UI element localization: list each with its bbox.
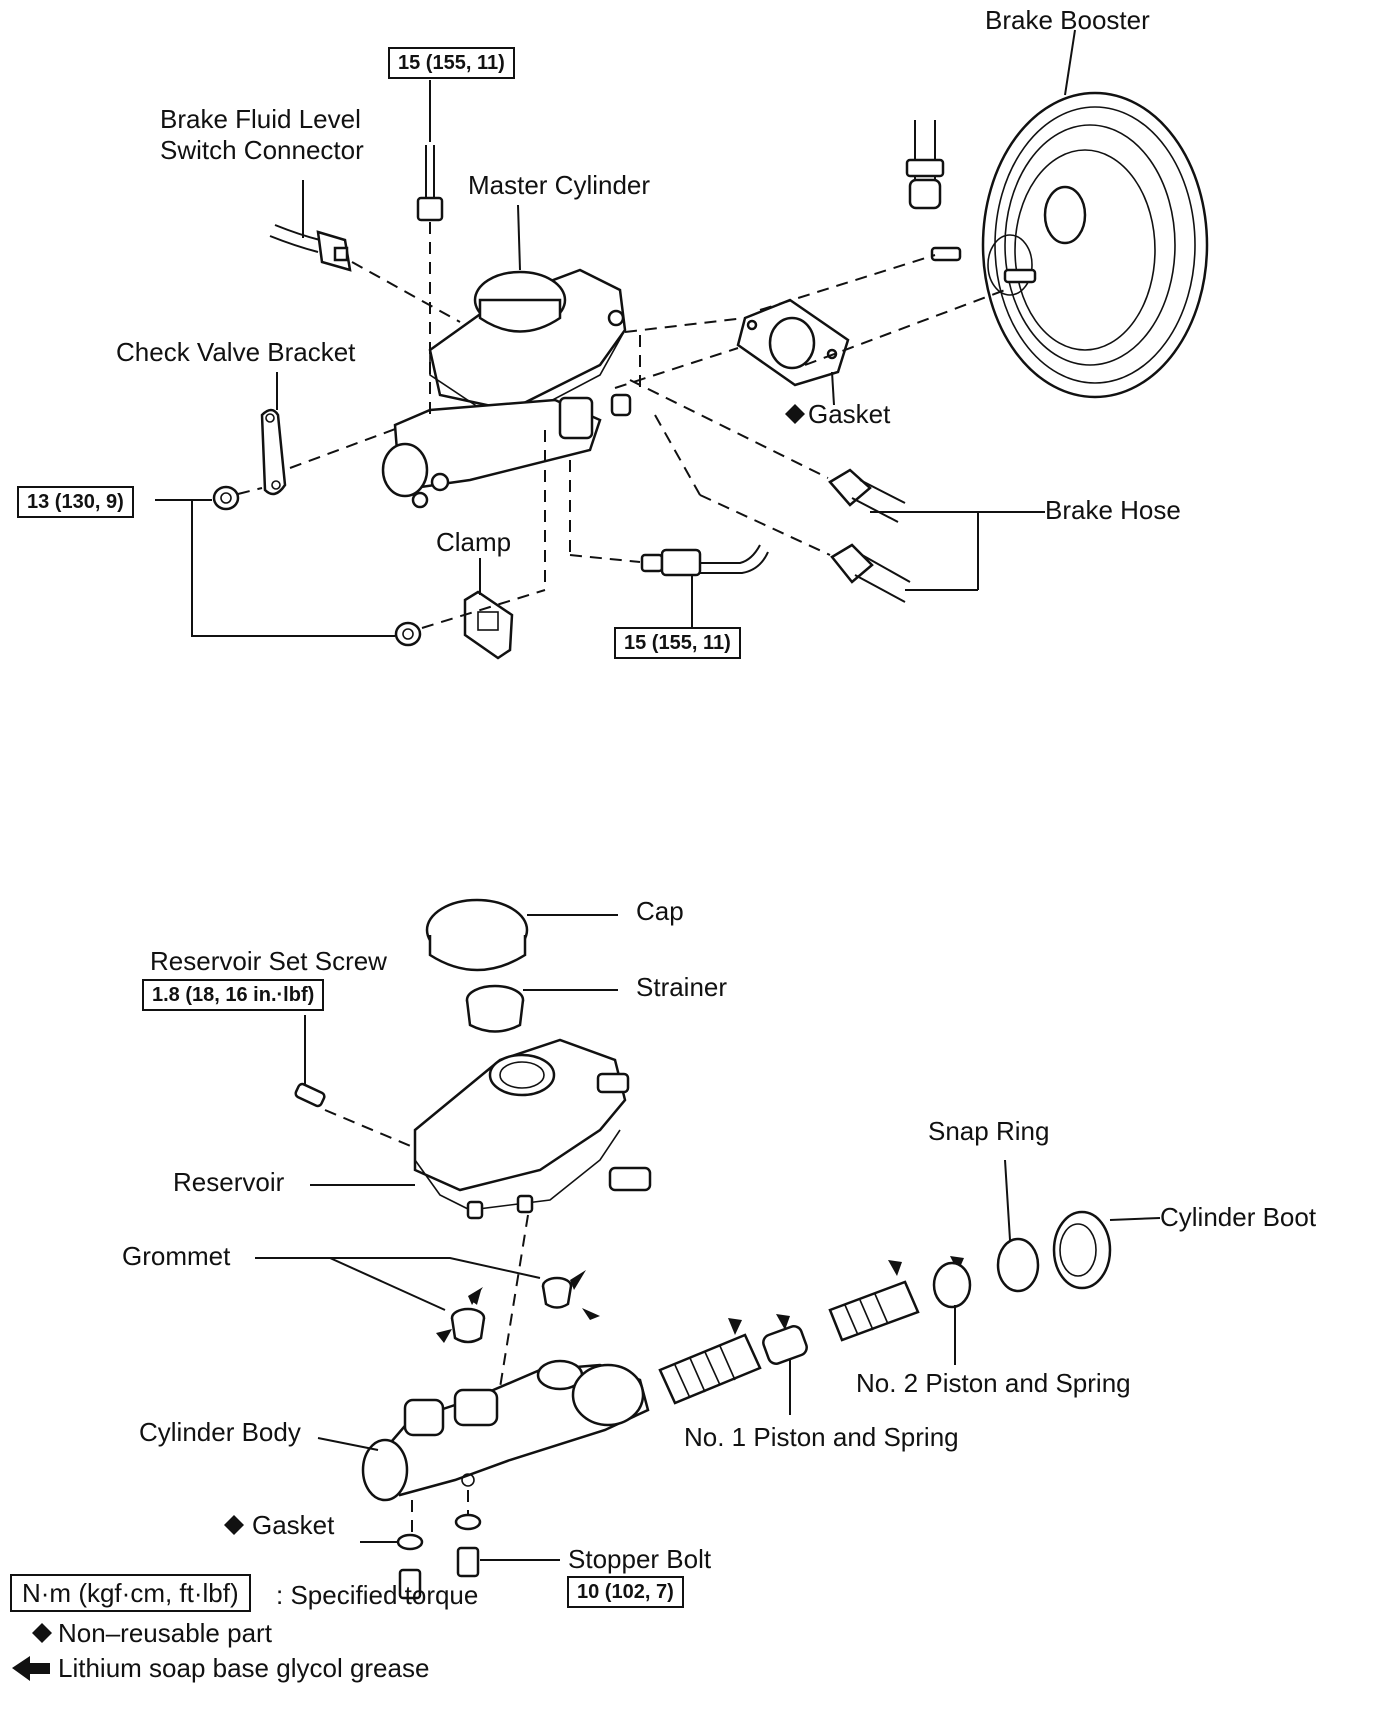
reservoir-set-screw-drawing xyxy=(294,1015,326,1108)
no2-piston-drawing xyxy=(828,1261,972,1342)
label-no1-piston: No. 1 Piston and Spring xyxy=(684,1422,959,1452)
snap-ring-drawing xyxy=(996,1237,1040,1293)
label-brake-hose: Brake Hose xyxy=(1045,495,1181,525)
diamond-icon-gasket-bottom xyxy=(224,1515,244,1535)
label-check-valve-bracket: Check Valve Bracket xyxy=(116,337,356,367)
brake-hose-drawing xyxy=(828,468,911,603)
label-stopper-bolt: Stopper Bolt xyxy=(568,1544,712,1574)
strainer-drawing xyxy=(465,984,525,1033)
legend-grease: Lithium soap base glycol grease xyxy=(58,1653,430,1683)
brake-tube-bottom xyxy=(640,544,769,577)
grommet-drawing xyxy=(450,1276,573,1344)
legend-non-reusable: Non–reusable part xyxy=(58,1618,272,1648)
grease-arrow-icons xyxy=(436,1256,964,1343)
master-cylinder-drawing xyxy=(381,268,632,509)
brake-booster-drawing xyxy=(905,91,1209,399)
torque-box-left: 13 (130, 9) xyxy=(17,486,134,518)
label-master-cylinder: Master Cylinder xyxy=(468,170,651,200)
cylinder-body-drawing xyxy=(361,1359,650,1502)
label-snap-ring: Snap Ring xyxy=(928,1116,1050,1146)
nut-clamp xyxy=(394,621,422,647)
torque-box-stopper-bolt: 10 (102, 7) xyxy=(567,1576,684,1608)
label-grommet: Grommet xyxy=(122,1241,231,1271)
label-brake-booster: Brake Booster xyxy=(985,5,1150,35)
torque-box-bottom: 15 (155, 11) xyxy=(614,627,741,659)
diamond-icon-gasket-top xyxy=(785,404,805,424)
lower-gasket-drawing xyxy=(396,1513,482,1600)
clamp-drawing xyxy=(463,590,514,660)
label-cap: Cap xyxy=(636,896,684,926)
label-cylinder-body: Cylinder Body xyxy=(139,1417,301,1447)
label-reservoir-set-screw: Reservoir Set Screw xyxy=(150,946,387,976)
label-cylinder-boot: Cylinder Boot xyxy=(1160,1202,1317,1232)
reservoir-drawing xyxy=(413,1038,652,1220)
cylinder-boot-drawing xyxy=(1052,1210,1112,1290)
grease-arrow-icon-legend xyxy=(12,1656,50,1681)
legend-torque-desc: : Specified torque xyxy=(276,1580,479,1610)
torque-box-top: 15 (155, 11) xyxy=(388,47,515,79)
torque-box-set-screw: 1.8 (18, 16 in.·lbf) xyxy=(142,979,325,1011)
label-fluid-level-switch-2: Switch Connector xyxy=(160,135,364,165)
label-strainer: Strainer xyxy=(636,972,728,1002)
bolt-top xyxy=(416,80,444,420)
label-gasket-top: Gasket xyxy=(808,399,891,429)
label-clamp: Clamp xyxy=(436,527,512,557)
cap-drawing xyxy=(425,898,529,972)
label-reservoir: Reservoir xyxy=(173,1167,285,1197)
label-gasket-bottom: Gasket xyxy=(252,1510,335,1540)
legend-torque-box: N·m (kgf·cm, ft·lbf) xyxy=(10,1574,251,1612)
label-fluid-level-switch-1: Brake Fluid Level xyxy=(160,104,361,134)
diamond-icon-legend xyxy=(32,1623,52,1643)
nut-left xyxy=(212,485,240,511)
no1-piston-drawing xyxy=(658,1325,808,1405)
switch-connector-drawing xyxy=(269,224,352,272)
check-valve-bracket-drawing xyxy=(260,408,287,496)
label-no2-piston: No. 2 Piston and Spring xyxy=(856,1368,1131,1398)
gasket-drawing xyxy=(736,298,850,387)
